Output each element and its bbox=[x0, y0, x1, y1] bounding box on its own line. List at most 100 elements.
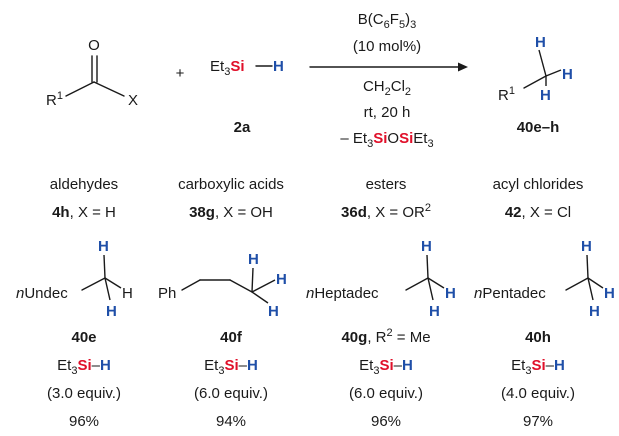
h-40h-top: H bbox=[581, 238, 592, 255]
bond-40h-h1 bbox=[586, 254, 589, 279]
code-40g-me: = Me bbox=[393, 329, 431, 346]
reagent-row: Et3Si–H Et3Si–H Et3Si–H Et3Si–H bbox=[57, 357, 565, 377]
r-superscript: 1 bbox=[57, 90, 63, 102]
r4-h: H bbox=[554, 357, 565, 374]
silane-label: 2a bbox=[234, 119, 251, 136]
bond-40g-chain bbox=[405, 277, 429, 291]
product-label: 40e–h bbox=[517, 119, 560, 136]
h-40g-right: H bbox=[445, 285, 456, 302]
reagent-silane: Et3Si H 2a bbox=[210, 58, 284, 136]
r2-si: Si bbox=[224, 357, 238, 374]
condition-time: rt, 20 h bbox=[364, 104, 411, 121]
class-x-3: , X = OR bbox=[367, 204, 425, 221]
r4-et: Et bbox=[511, 357, 526, 374]
condition-loading: (10 mol%) bbox=[353, 38, 421, 55]
class-x-3-sup: 2 bbox=[425, 202, 431, 214]
equiv-row: (3.0 equiv.) (6.0 equiv.) (6.0 equiv.) (… bbox=[47, 385, 575, 402]
silane-si: Si bbox=[230, 58, 244, 75]
class-name-2: carboxylic acids bbox=[178, 176, 284, 193]
cat-part1: B(C bbox=[358, 11, 384, 28]
class-x-4: , X = Cl bbox=[522, 204, 572, 221]
r1-dash: – bbox=[92, 357, 101, 374]
code-42: 42 bbox=[505, 204, 522, 221]
bond-r1 bbox=[65, 81, 95, 97]
bond-40h-chain bbox=[565, 277, 589, 291]
r2-sub: 3 bbox=[218, 365, 224, 377]
bp-pre: – Et bbox=[340, 130, 368, 147]
cat-sub2: 5 bbox=[399, 19, 405, 31]
class-name-3: esters bbox=[366, 176, 407, 193]
r3-h: H bbox=[402, 357, 413, 374]
prod-40g-chain: nHeptadec bbox=[306, 285, 379, 302]
substrate-classes: aldehydes carboxylic acids esters acyl c… bbox=[50, 176, 584, 221]
h-40e-right: H bbox=[122, 285, 133, 302]
r3-dash: – bbox=[394, 357, 403, 374]
bond-40g-h3 bbox=[427, 277, 434, 301]
product-40f: Ph H H H bbox=[158, 251, 287, 320]
r3-et: Et bbox=[359, 357, 374, 374]
bond-40f-h1 bbox=[251, 267, 254, 293]
silane-formula: Et3Si bbox=[210, 58, 245, 78]
code-40h: 40h bbox=[525, 329, 551, 346]
code-40g-sup: 2 bbox=[386, 327, 392, 339]
condition-byproduct: – Et3SiOSiEt3 bbox=[340, 130, 433, 150]
bond-40e-h1 bbox=[103, 254, 106, 279]
class-x-2: , X = OH bbox=[215, 204, 273, 221]
bond-r1-c bbox=[523, 75, 547, 89]
cat-part2: F bbox=[390, 11, 399, 28]
bp-et: Et bbox=[413, 130, 428, 147]
r1-et: Et bbox=[57, 357, 72, 374]
bond-40e-h3 bbox=[104, 277, 111, 301]
equiv-40f: (6.0 equiv.) bbox=[194, 385, 268, 402]
code-40e: 40e bbox=[71, 329, 96, 346]
italic-n-3: n bbox=[306, 285, 314, 302]
bp-si2: Si bbox=[399, 130, 413, 147]
code-38g: 38g bbox=[189, 204, 215, 221]
prod-40h-chain: nPentadec bbox=[474, 285, 546, 302]
h-bottom: H bbox=[540, 87, 551, 104]
condition-solvent: CH2Cl2 bbox=[363, 78, 411, 98]
bp-sub2: 3 bbox=[427, 138, 433, 150]
equiv-40h: (4.0 equiv.) bbox=[501, 385, 575, 402]
yield-40f: 94% bbox=[216, 413, 246, 430]
r3-sub: 3 bbox=[373, 365, 379, 377]
reactant-carbonyl: O R1 X bbox=[46, 37, 138, 109]
label-r1: R1 bbox=[46, 90, 63, 109]
bond-40e-chain bbox=[81, 277, 106, 291]
class-name-1: aldehydes bbox=[50, 176, 118, 193]
equiv-40g: (6.0 equiv.) bbox=[349, 385, 423, 402]
yield-40g: 96% bbox=[371, 413, 401, 430]
h-40e-bottom: H bbox=[106, 303, 117, 320]
r2-dash: – bbox=[239, 357, 248, 374]
product-40g: nHeptadec H H H bbox=[306, 238, 456, 320]
product-40e: nUndec H H H bbox=[16, 238, 133, 320]
code-36d: 36d bbox=[341, 204, 367, 221]
class-code-4: 42, X = Cl bbox=[505, 204, 571, 221]
h-40h-bottom: H bbox=[589, 303, 600, 320]
r3-si: Si bbox=[379, 357, 393, 374]
bond-40f-3 bbox=[229, 279, 253, 293]
class-code-2: 38g, X = OH bbox=[189, 204, 273, 221]
reagent-40e: Et3Si–H bbox=[57, 357, 111, 377]
h-right: H bbox=[562, 66, 573, 83]
prod-40e-chain: nUndec bbox=[16, 285, 68, 302]
bond-40e-h2 bbox=[104, 277, 122, 289]
bp-o: O bbox=[387, 130, 399, 147]
bond-40f-h2 bbox=[251, 279, 276, 293]
reaction-conditions: B(C6F5)3 (10 mol%) CH2Cl2 rt, 20 h – Et3… bbox=[340, 11, 433, 150]
bond-40h-h3 bbox=[587, 277, 594, 301]
h-40f-right: H bbox=[276, 271, 287, 288]
atom-x: X bbox=[128, 92, 138, 109]
h-top: H bbox=[535, 34, 546, 51]
bond-c-h-top bbox=[538, 49, 547, 77]
solv-part2: Cl bbox=[391, 78, 405, 95]
solv-sub1: 2 bbox=[385, 86, 391, 98]
cat-part3: ) bbox=[405, 11, 410, 28]
bond-40g-h1 bbox=[426, 254, 429, 279]
cat-sub1: 6 bbox=[384, 19, 390, 31]
prod-r-superscript: 1 bbox=[509, 85, 515, 97]
r2-et: Et bbox=[204, 357, 219, 374]
r1-si: Si bbox=[77, 357, 91, 374]
reagent-40h: Et3Si–H bbox=[511, 357, 565, 377]
silane-et: Et bbox=[210, 58, 225, 75]
